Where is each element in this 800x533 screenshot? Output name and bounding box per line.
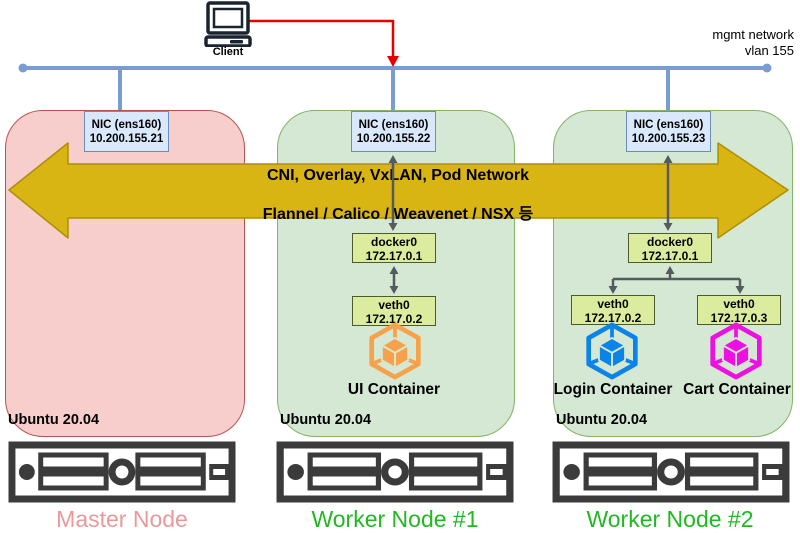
- worker1-veth0-label: veth0: [378, 298, 410, 312]
- worker2-nic-box: NIC (ens160) 10.200.155.23: [626, 111, 711, 152]
- worker2-node-label: Worker Node #2: [586, 506, 754, 532]
- ui-container-icon: [367, 322, 423, 380]
- worker2-docker0-ip: 172.17.0.1: [641, 249, 699, 263]
- client-link-line: [247, 19, 395, 57]
- worker1-docker0-ip: 172.17.0.1: [365, 249, 423, 263]
- login-container-label: Login Container: [553, 381, 673, 398]
- cni-overlay-text-line1: CNI, Overlay, VxLAN, Pod Network: [267, 167, 529, 184]
- worker2-docker0-label: docker0: [646, 235, 694, 249]
- worker1-docker0-box: docker0 172.17.0.1: [352, 233, 436, 263]
- worker2-os-label: Ubuntu 20.04: [556, 412, 648, 428]
- master-nic-box: NIC (ens160) 10.200.155.21: [84, 111, 169, 152]
- worker2-server-icon: [552, 441, 790, 503]
- login-container-icon: [584, 322, 640, 380]
- worker1-veth0-box: veth0 172.17.0.2: [352, 296, 436, 326]
- worker1-nic-label: NIC (ens160): [358, 119, 429, 131]
- cni-overlay-text-line2: Flannel / Calico / Weavenet / NSX 등: [262, 206, 534, 223]
- master-node-box: [5, 110, 245, 437]
- cart-container-icon: [708, 322, 764, 380]
- worker2-docker0-box: docker0 172.17.0.1: [628, 233, 712, 263]
- worker2-veth2-label: veth0: [723, 297, 755, 311]
- worker2-veth1-label: veth0: [597, 297, 629, 311]
- worker2-nic-label: NIC (ens160): [633, 119, 704, 131]
- worker1-node-label: Worker Node #1: [311, 506, 479, 532]
- master-node-label: Master Node: [56, 506, 188, 532]
- worker1-docker0-label: docker0: [370, 235, 418, 249]
- worker1-veth0-ip: 172.17.0.2: [365, 312, 423, 326]
- worker1-os-label: Ubuntu 20.04: [280, 412, 372, 428]
- worker2-veth1-ip: 172.17.0.2: [584, 311, 642, 325]
- master-nic-ip: 10.200.155.21: [89, 133, 164, 145]
- worker2-nic-ip: 10.200.155.23: [631, 133, 706, 145]
- bus-endpoint-right: [762, 63, 772, 73]
- master-nic-label: NIC (ens160): [91, 119, 162, 131]
- worker2-veth1-box: veth0 172.17.0.2: [571, 295, 655, 325]
- worker2-veth2-ip: 172.17.0.3: [710, 311, 768, 325]
- cart-container-label: Cart Container: [683, 381, 791, 398]
- worker2-veth2-box: veth0 172.17.0.3: [697, 295, 781, 325]
- mgmt-network-label: mgmt network vlan 155: [712, 27, 794, 59]
- worker1-server-icon: [276, 441, 514, 503]
- bus-endpoint-left: [18, 63, 28, 73]
- ui-container-label: UI Container: [347, 381, 441, 398]
- client-link-arrowhead: [387, 56, 399, 67]
- master-os-label: Ubuntu 20.04: [8, 412, 100, 428]
- client-label: Client: [212, 46, 244, 58]
- master-server-icon: [8, 441, 236, 503]
- worker1-nic-box: NIC (ens160) 10.200.155.22: [351, 111, 436, 152]
- mgmt-network-line2: vlan 155: [744, 43, 794, 58]
- worker1-nic-ip: 10.200.155.22: [356, 133, 431, 145]
- mgmt-network-line1: mgmt network: [712, 27, 794, 42]
- client-computer-icon: [204, 1, 252, 47]
